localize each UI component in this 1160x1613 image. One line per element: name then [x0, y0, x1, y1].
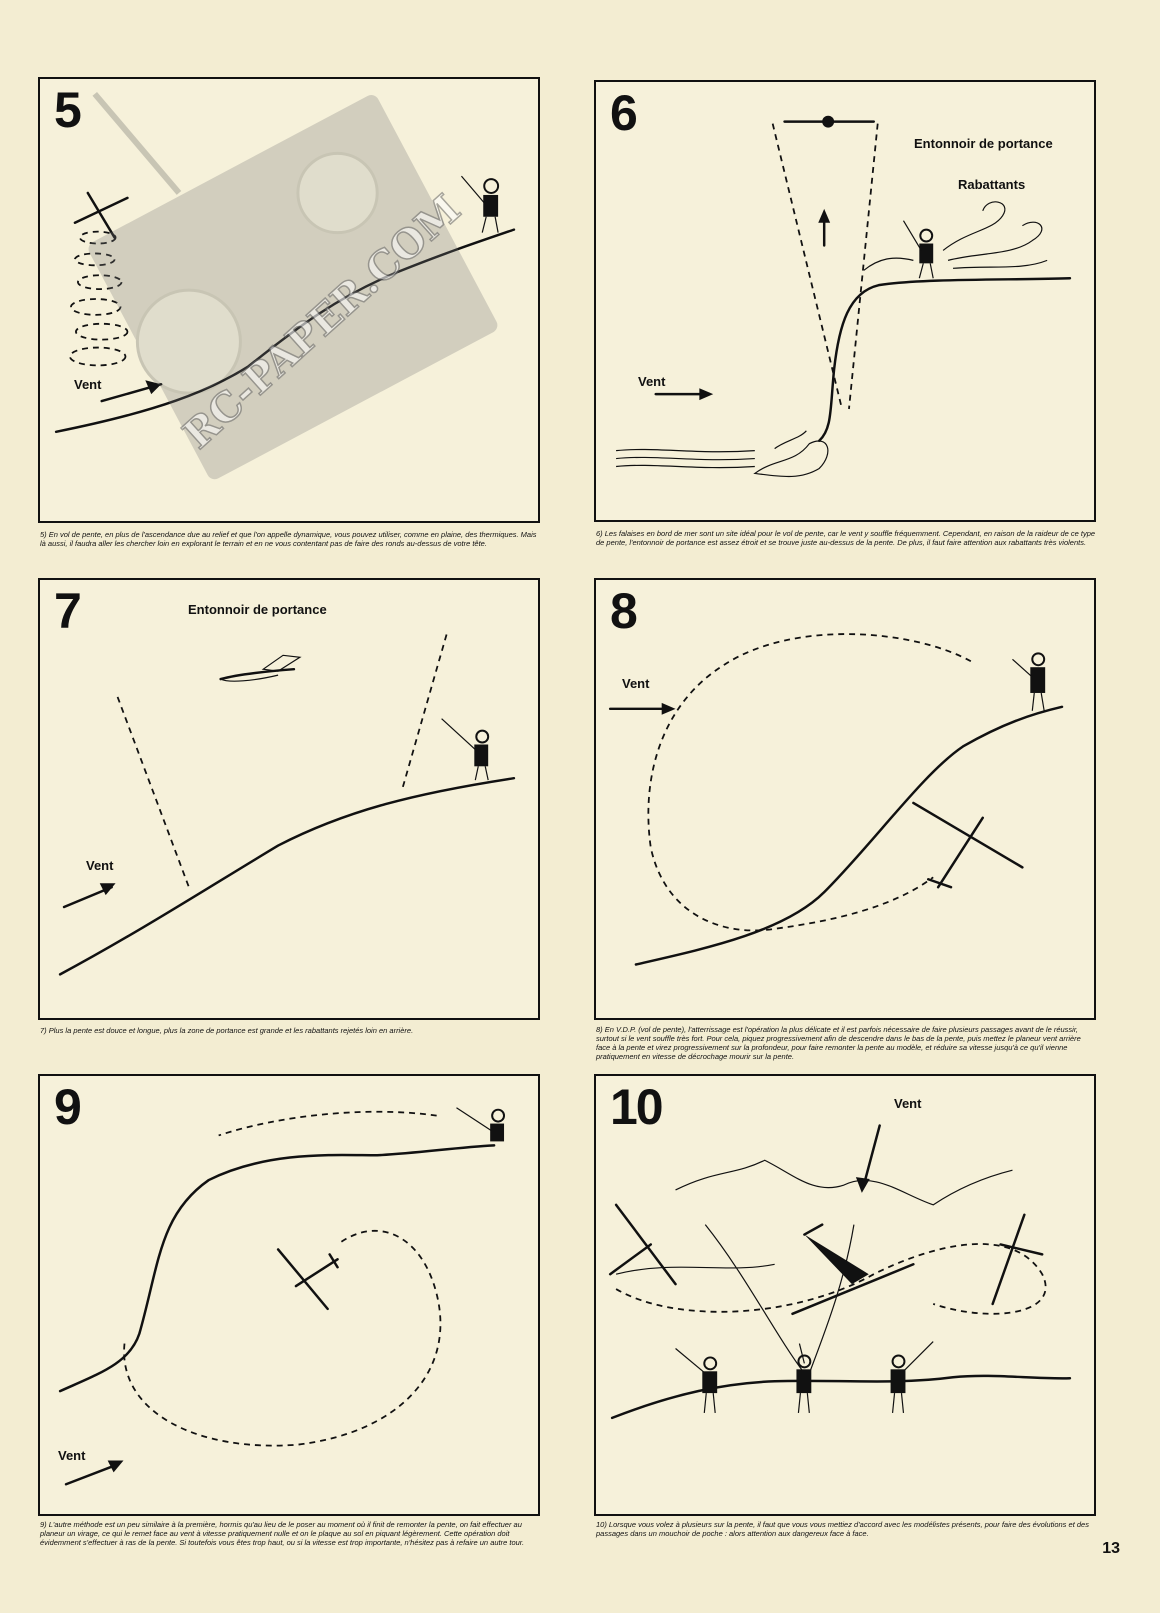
pilots-group [675, 1341, 934, 1413]
entonnoir-label: Entonnoir de portance [188, 602, 327, 617]
panel-number: 7 [54, 583, 82, 639]
panel-number: 6 [610, 85, 638, 141]
caption-9: 9) L'autre méthode est un peu similaire … [40, 1520, 525, 1547]
panel-7: 7 Entonnoir de portance Vent [38, 578, 540, 1020]
caption-5: 5) En vol de pente, en plus de l'ascenda… [40, 530, 537, 548]
vent-label: Vent [74, 377, 102, 392]
vent-label: Vent [622, 676, 650, 691]
panel-number: 10 [610, 1079, 664, 1135]
vent-label: Vent [894, 1096, 922, 1111]
caption-10: 10) Lorsque vous volez à plusieurs sur l… [596, 1520, 1089, 1538]
panel-number: 9 [54, 1079, 82, 1135]
panel-10: 10 Vent [594, 1074, 1096, 1516]
caption-6: 6) Les falaises en bord de mer sont un s… [596, 529, 1096, 547]
panel-number: 5 [54, 82, 82, 138]
panel-6: 6 Entonnoir de portance Rabattants Vent [594, 80, 1096, 522]
panel-6-illustration [616, 115, 1072, 478]
panel-5: RC-PAPER.COM 5 Vent [38, 77, 540, 523]
vent-label: Vent [86, 858, 114, 873]
rabattants-label: Rabattants [958, 177, 1026, 192]
page-number: 13 [1102, 1540, 1120, 1557]
vent-label: Vent [638, 374, 666, 389]
panel-10-illustration [608, 1124, 1072, 1420]
caption-8: 8) En V.D.P. (vol de pente), l'atterriss… [596, 1025, 1081, 1061]
panel-5-illustration: RC-PAPER.COM [54, 91, 516, 480]
panel-8: 8 Vent [594, 578, 1096, 1020]
caption-7: 7) Plus la pente est douce et longue, pl… [40, 1026, 414, 1035]
panel-9: 9 Vent [38, 1074, 540, 1516]
vent-label: Vent [58, 1448, 86, 1463]
watermark-transmitter [88, 91, 498, 480]
panel-number: 8 [610, 583, 638, 639]
entonnoir-label: Entonnoir de portance [914, 136, 1053, 151]
panel-9-illustration [58, 1107, 506, 1486]
panel-7-illustration [58, 634, 516, 976]
panel-8-illustration [608, 633, 1064, 966]
